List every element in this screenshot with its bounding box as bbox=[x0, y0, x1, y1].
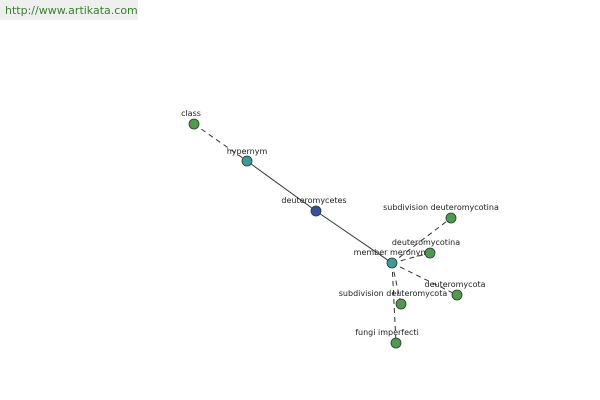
edge-class-hypernym bbox=[193, 123, 248, 162]
node-marker[interactable] bbox=[424, 247, 436, 259]
edge-member_meronym-deuteromycotina bbox=[391, 252, 431, 264]
edge-member_meronym-fungi_imperfecti bbox=[391, 262, 397, 344]
node-label: fungi imperfecti bbox=[355, 328, 419, 337]
node-label: subdivision deuteromycotina bbox=[383, 203, 499, 212]
node-member-meronym[interactable]: member meronym bbox=[354, 248, 429, 269]
node-class[interactable]: class bbox=[181, 109, 201, 130]
node-marker[interactable] bbox=[390, 337, 402, 349]
node-marker[interactable] bbox=[451, 289, 463, 301]
node-marker[interactable] bbox=[188, 118, 200, 130]
node-marker[interactable] bbox=[395, 298, 407, 310]
node-label: member meronym bbox=[354, 248, 429, 257]
node-subdivision-deuteromycota[interactable]: subdivision deuteromycota bbox=[339, 289, 448, 310]
edge-member_meronym-subdivision_deuteromycota bbox=[391, 262, 402, 305]
node-hypernym[interactable]: hypernym bbox=[227, 147, 268, 167]
node-marker[interactable] bbox=[310, 205, 322, 217]
node-deuteromycotina[interactable]: deuteromycotina bbox=[392, 238, 460, 259]
graph-edges bbox=[193, 123, 458, 344]
node-label: deuteromycota bbox=[425, 280, 486, 289]
edge-member_meronym-subdivision_deuteromycotina bbox=[391, 217, 452, 264]
node-label: hypernym bbox=[227, 147, 268, 156]
node-fungi-imperfecti[interactable]: fungi imperfecti bbox=[355, 328, 419, 349]
node-label: deuteromycotina bbox=[392, 238, 460, 247]
node-marker[interactable] bbox=[386, 257, 398, 269]
node-label: subdivision deuteromycota bbox=[339, 289, 448, 298]
node-marker[interactable] bbox=[241, 155, 253, 167]
edge-member_meronym-deuteromycota bbox=[391, 262, 458, 296]
edge-hypernym-deuteromycetes bbox=[246, 160, 317, 212]
site-header: http://www.artikata.com bbox=[0, 0, 138, 20]
node-deuteromycetes[interactable]: deuteromycetes bbox=[281, 196, 347, 217]
graph-nodes: class hypernym deuteromycetes member merony… bbox=[181, 109, 499, 349]
edge-deuteromycetes-member_meronym bbox=[315, 210, 393, 264]
node-subdivision-deuteromycotina[interactable]: subdivision deuteromycotina bbox=[383, 203, 499, 224]
node-label: class bbox=[181, 109, 201, 118]
node-label: deuteromycetes bbox=[281, 196, 346, 205]
site-url-link[interactable]: http://www.artikata.com bbox=[5, 4, 138, 17]
node-marker[interactable] bbox=[445, 212, 457, 224]
node-deuteromycota[interactable]: deuteromycota bbox=[425, 280, 486, 301]
